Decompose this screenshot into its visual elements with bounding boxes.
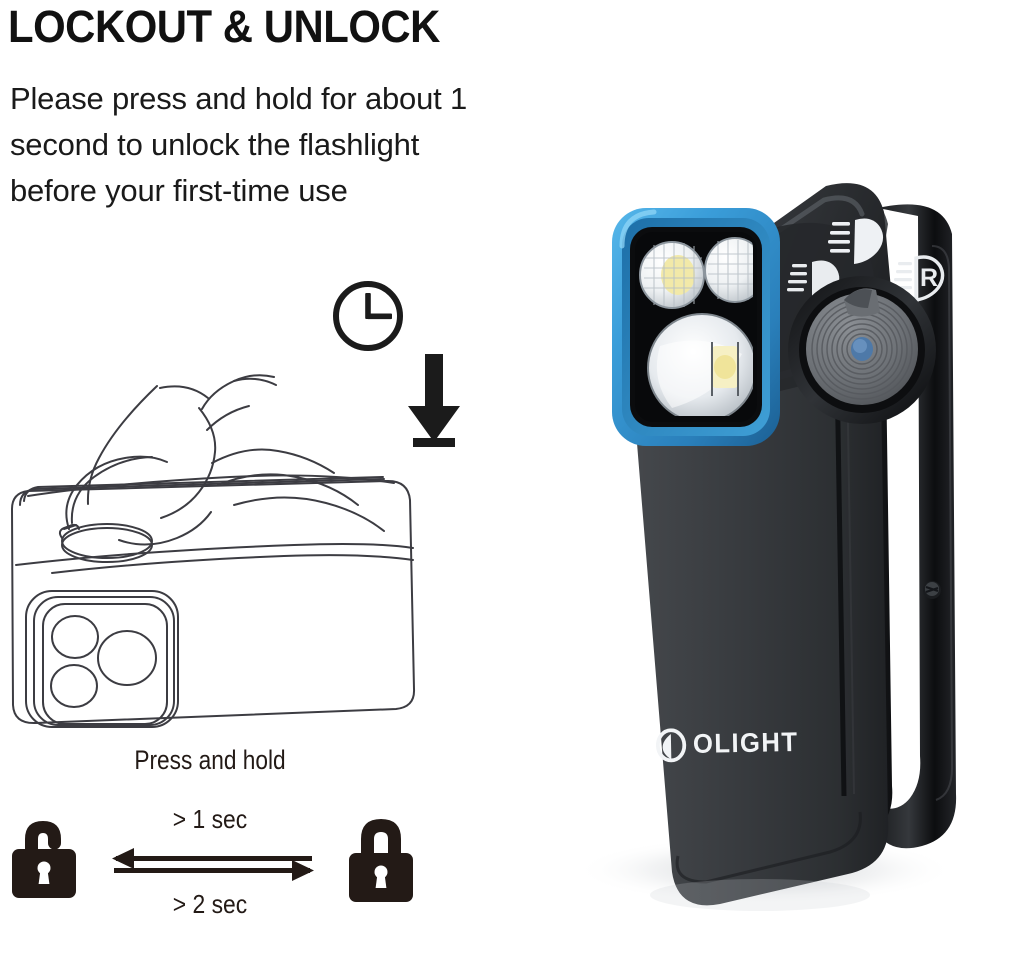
lock-unlock-arrows [112,848,314,881]
olight-logo: OLIGHT [655,725,826,763]
lock-unlock-diagram: > 1 sec > 2 sec [0,795,430,930]
red-light-icon: R [894,255,945,302]
unlock-duration-label: > 1 sec [172,804,248,834]
page-subtitle: Please press and hold for about 1 second… [10,81,467,208]
press-and-hold-label: Press and hold [134,745,286,775]
led-emitters [639,237,753,416]
svg-text:R: R [920,264,938,292]
clock-icon [333,281,403,351]
hand-pressing-button-illustration [11,374,416,728]
product-photo-clip-flashlight: R [560,150,1020,940]
pocket-clip [870,204,957,849]
unlocked-padlock-icon [8,813,80,905]
flashlight-render: R [575,183,957,911]
lock-duration-label: > 2 sec [172,889,248,919]
page-title: LOCKOUT & UNLOCK [8,1,440,52]
olight-wordmark: OLIGHT [692,726,799,759]
high-beam-icon [828,218,884,264]
down-arrow-icon [408,354,460,447]
mode-selector-dial [788,276,936,424]
olight-o-mark [655,728,687,763]
locked-padlock-icon [345,813,417,905]
